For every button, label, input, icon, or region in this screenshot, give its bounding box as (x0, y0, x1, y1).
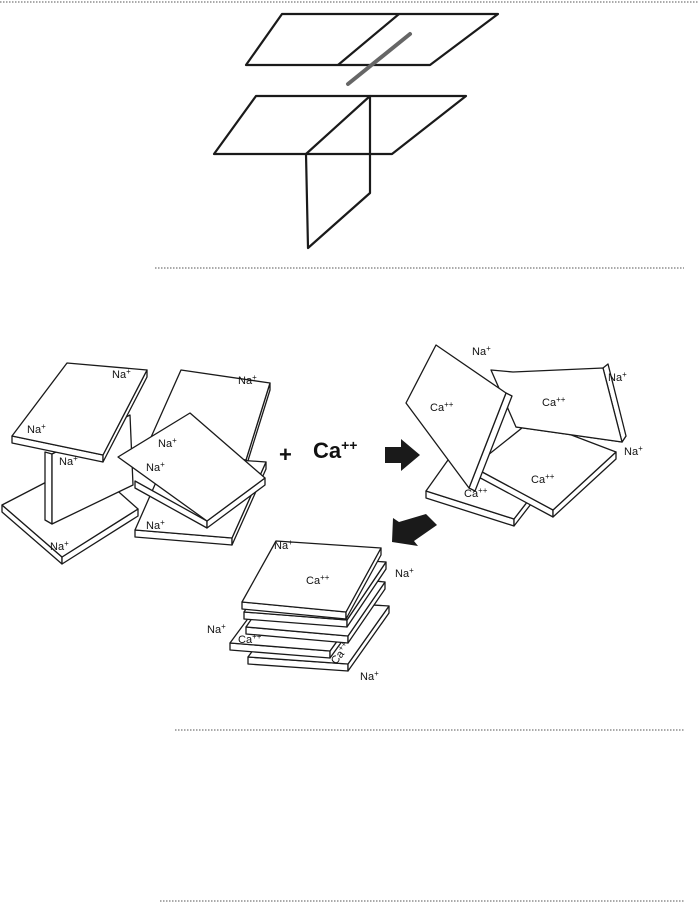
label-na-6: Na+ (146, 460, 165, 474)
sheet-figure (212, 12, 500, 250)
plate-edge-middle (117, 412, 266, 529)
arrow-right-icon (385, 439, 420, 471)
lower-sheet (212, 94, 468, 156)
label-na-12: Na+ (274, 538, 293, 552)
dispersed-plates-group: Na+ Na+ Na+ Na+ Na+ Na+ Na+ Na+ (1, 362, 271, 565)
label-na-10: Na+ (608, 370, 627, 384)
label-ca-6: Ca++ (238, 632, 262, 646)
label-ca-5: Ca++ (306, 573, 330, 587)
floc-plate-upper-right (490, 363, 627, 443)
label-ca-2: Ca++ (542, 395, 566, 409)
label-na-5: Na+ (158, 436, 177, 450)
label-ca-1: Ca++ (430, 400, 454, 414)
upper-sheet-fold (337, 13, 400, 66)
label-na-11: Na+ (624, 444, 643, 458)
floc-plate-lower-right (472, 419, 617, 518)
label-ca-4: Ca++ (464, 486, 488, 500)
vertical-sheet (304, 94, 372, 250)
label-na-15: Na+ (360, 669, 379, 683)
flocculated-plates-group: Na+ Na+ Na+ Ca++ Ca++ Ca++ Ca++ (405, 344, 643, 527)
upper-sheet (244, 12, 500, 67)
stacked-plates-group: Na+ Na+ Na+ Na+ Ca++ Ca++ Ca++ (207, 538, 414, 683)
label-na-2: Na+ (27, 422, 46, 436)
reaction-plus: + (279, 442, 292, 467)
stack-plate-1 (241, 540, 382, 620)
label-na-13: Na+ (395, 566, 414, 580)
plate-top-left (11, 362, 148, 463)
reaction-label: + Ca++ (279, 437, 357, 467)
connector-rod (346, 32, 412, 86)
label-na-7: Na+ (146, 518, 165, 532)
label-na-1: Na+ (112, 367, 131, 381)
label-na-14: Na+ (207, 622, 226, 636)
label-na-3: Na+ (59, 454, 78, 468)
arrow-down-left-icon (392, 514, 437, 546)
reaction-ion: Ca++ (313, 437, 357, 463)
floc-plate-bottom (425, 459, 532, 527)
label-na-8: Na+ (50, 539, 69, 553)
label-na-9: Na+ (472, 344, 491, 358)
label-na-4: Na+ (238, 373, 257, 387)
floc-plate-left (405, 344, 513, 492)
label-ca-3: Ca++ (531, 472, 555, 486)
